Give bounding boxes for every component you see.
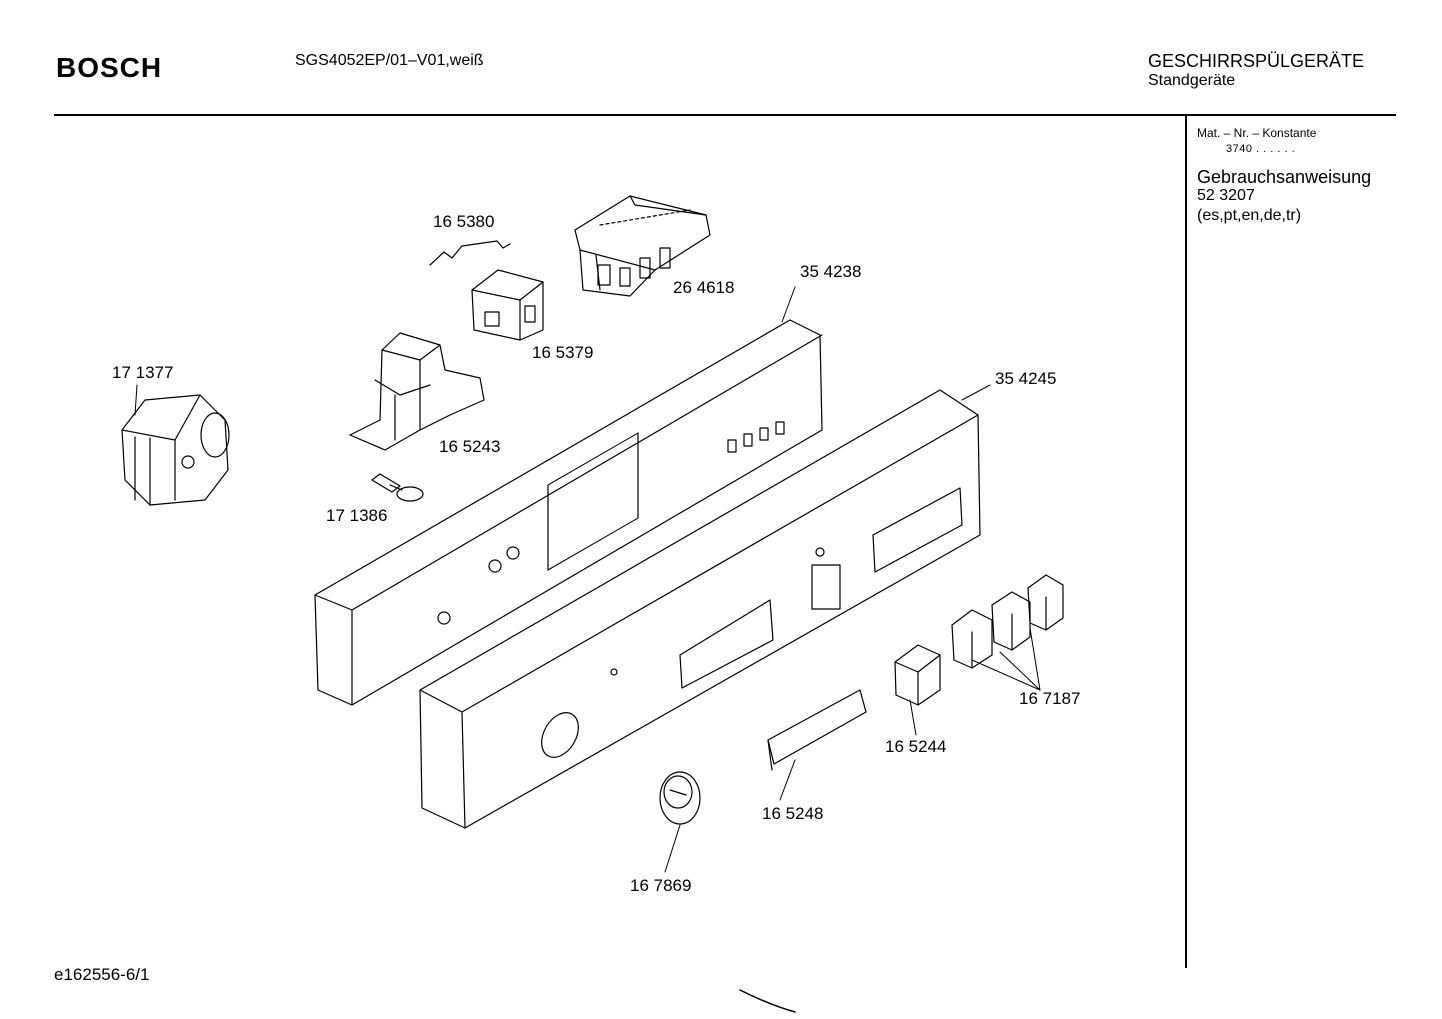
part-label-165243: 16 5243: [439, 437, 501, 456]
switch-block-part: [574, 195, 711, 297]
button-set-part: [951, 574, 1064, 669]
part-label-167869: 16 7869: [630, 876, 692, 895]
part-label-165379: 16 5379: [532, 343, 594, 362]
manual-title: Gebrauchsanweisung: [1197, 167, 1372, 187]
inner-frame-part: [314, 319, 823, 706]
header-divider: [54, 114, 1396, 116]
part-label-165244: 16 5244: [885, 737, 947, 756]
manual-languages: (es,pt,en,de,tr): [1197, 207, 1302, 224]
part-label-354245: 35 4245: [995, 369, 1057, 388]
indicator-lamp-part: [371, 473, 424, 502]
brand-logo: BOSCH: [56, 52, 163, 83]
manual-number: 52 3207: [1197, 187, 1255, 204]
part-label-165380: 16 5380: [433, 212, 495, 231]
part-label-167187: 16 7187: [1019, 689, 1081, 708]
model-number: SGS4052EP/01–V01,weiß: [295, 52, 484, 69]
fascia-panel-part: [419, 389, 981, 829]
category-subtitle: Standgeräte: [1148, 72, 1236, 89]
part-label-171386: 17 1386: [326, 506, 388, 525]
part-label-354238: 35 4238: [800, 262, 862, 281]
knob-part: [659, 771, 701, 825]
cover-strip-part: [767, 689, 867, 771]
bracket-part: [349, 332, 485, 451]
material-number-label: Mat. – Nr. – Konstante: [1197, 126, 1317, 140]
material-number-value: 3740 . . . . . .: [1226, 143, 1296, 155]
part-label-171377: 17 1377: [112, 363, 174, 382]
sidebar-divider: [1185, 116, 1187, 968]
single-button-part: [894, 644, 941, 706]
connector-part: [471, 269, 544, 341]
drawing-reference: e162556-6/1: [54, 965, 150, 984]
wire-spring-part: [429, 240, 511, 266]
timer-part: [121, 394, 230, 506]
part-label-165248: 16 5248: [762, 804, 824, 823]
part-label-264618: 26 4618: [673, 278, 735, 297]
category-title: GESCHIRRSPÜLGERÄTE: [1148, 51, 1365, 71]
